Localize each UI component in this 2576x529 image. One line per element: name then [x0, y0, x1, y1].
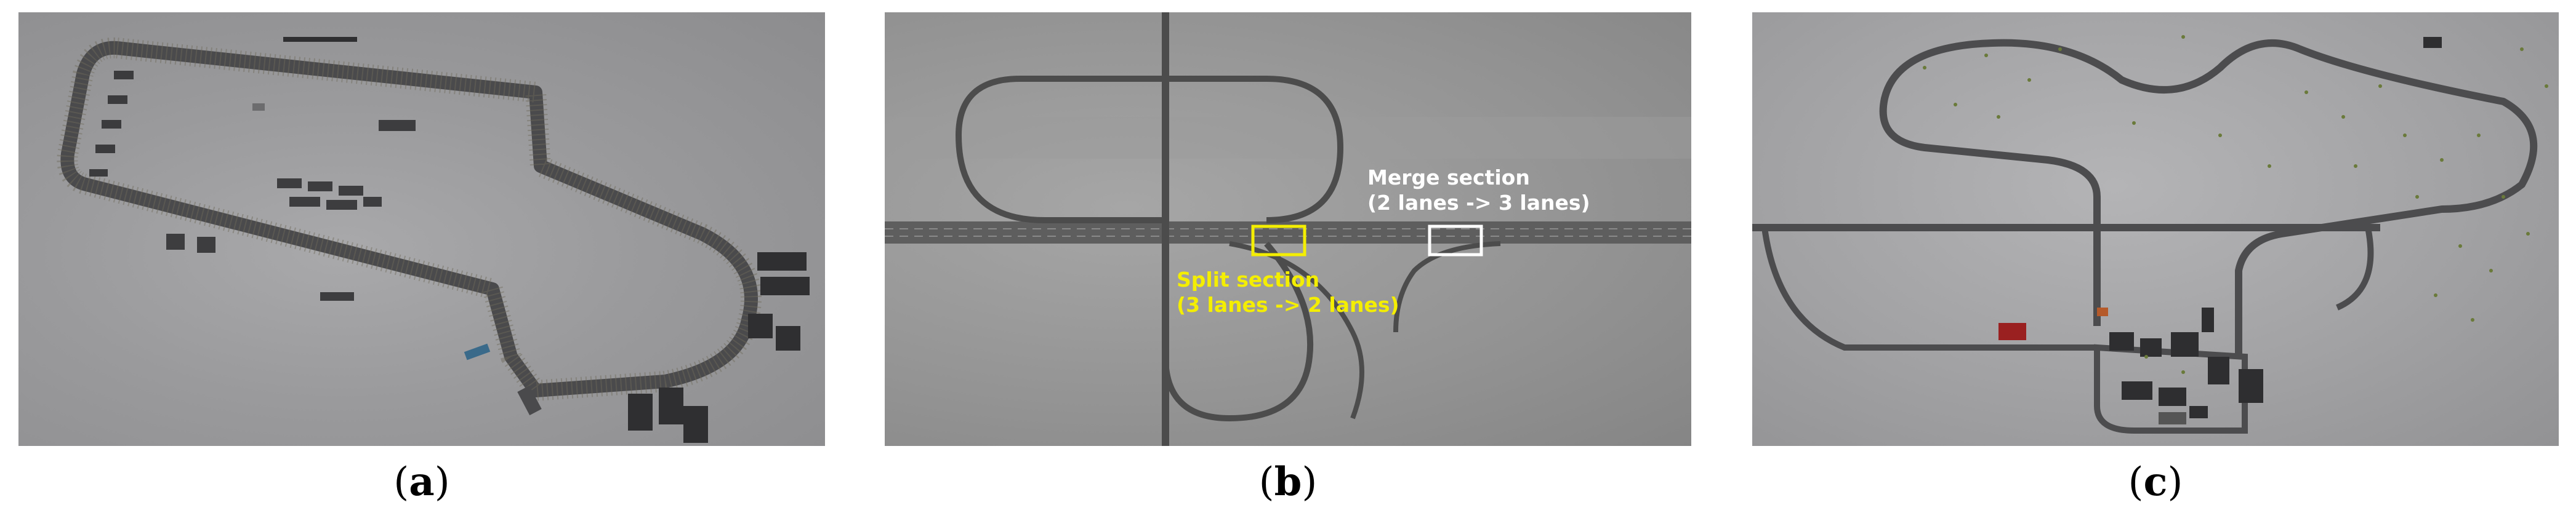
pit-buildings — [89, 71, 134, 177]
upper-loop — [955, 76, 1344, 223]
trees — [1923, 35, 2548, 374]
track-scene — [57, 37, 810, 443]
town-scene — [1752, 35, 2548, 434]
merge-detail: (2 lanes -> 3 lanes) — [1367, 191, 1590, 215]
merge-section-label: Merge section (2 lanes -> 3 lanes) — [1367, 165, 1590, 215]
split-detail: (3 lanes -> 2 lanes) — [1177, 293, 1399, 317]
town-buildings — [2109, 37, 2442, 424]
split-section-box — [1251, 225, 1306, 257]
winding-road — [1879, 39, 2538, 357]
blue-object — [464, 343, 491, 360]
merge-section-box — [1428, 225, 1483, 257]
split-title: Split section — [1177, 268, 1320, 292]
red-building — [1998, 323, 2026, 340]
parked-vehicles — [283, 37, 810, 443]
panel-b-highway-map — [885, 12, 1691, 446]
centre-buildings — [166, 103, 416, 301]
panel-a-track-map — [18, 12, 825, 446]
lower-loop — [1162, 241, 1314, 422]
caption-c: (c) — [2128, 459, 2183, 505]
split-section-label: Split section (3 lanes -> 2 lanes) — [1177, 267, 1399, 317]
highway — [885, 221, 1691, 244]
caption-b: (b) — [1258, 459, 1318, 505]
merge-title: Merge section — [1367, 165, 1530, 189]
panel-c-town-map — [1752, 12, 2559, 446]
track-road — [60, 41, 758, 397]
caption-a: (a) — [393, 459, 450, 505]
highway-scene — [885, 12, 1691, 446]
